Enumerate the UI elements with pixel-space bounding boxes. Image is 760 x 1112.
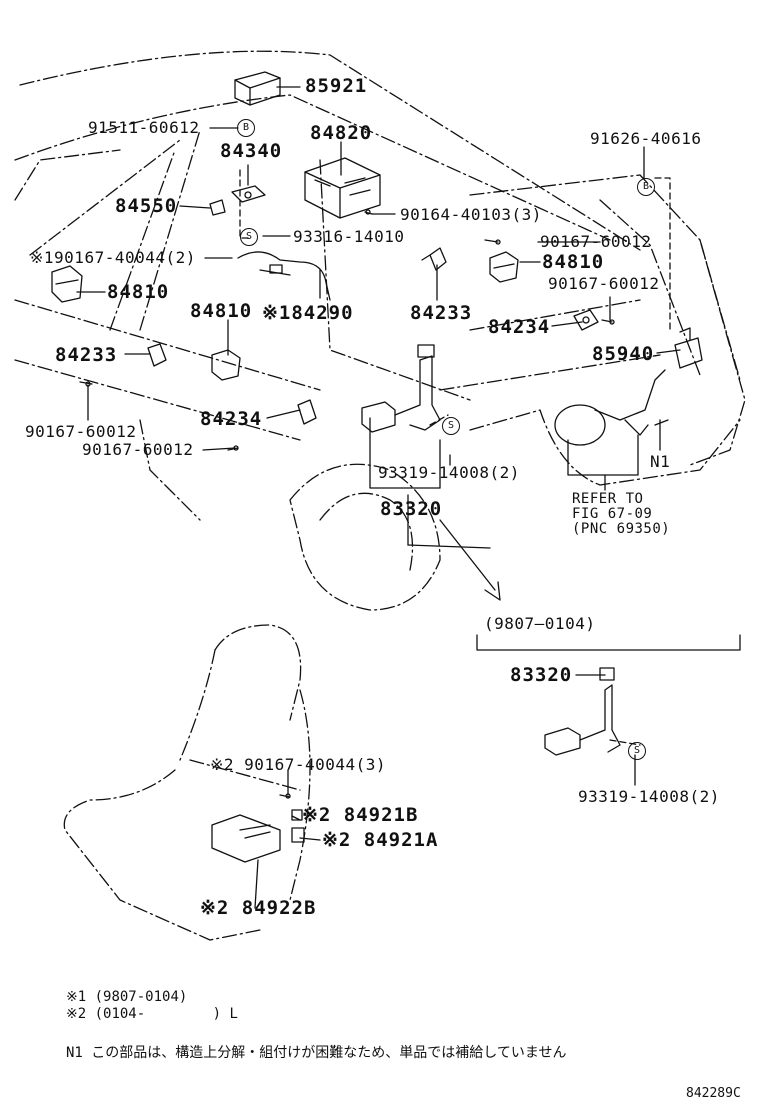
label-n1: N1 xyxy=(650,452,671,471)
part-83320-actuator xyxy=(361,344,441,433)
label-84921A: ※2 84921A xyxy=(322,829,439,851)
detail-arrow xyxy=(439,519,501,601)
figure-code: 842289C xyxy=(686,1086,741,1101)
bolts xyxy=(79,209,615,799)
part-84810-left xyxy=(51,265,83,303)
part-84234-middle xyxy=(297,399,317,425)
part-84820-switch xyxy=(304,157,381,219)
refer-line-2: FIG 67-09 xyxy=(572,506,653,522)
label-83320-detail: 83320 xyxy=(510,664,573,686)
part-84921-seat-heater xyxy=(211,809,305,863)
label-84810-left: 84810 xyxy=(107,281,170,303)
seat-outline xyxy=(63,624,311,941)
footnote-n1: N1 この部品は、構造上分解・組付けが困難なため、単品では補給していません xyxy=(66,1045,567,1061)
label-84233-left: 84233 xyxy=(55,344,118,366)
fuel-door-assembly xyxy=(554,369,669,446)
refer-line-1: REFER TO xyxy=(572,491,644,507)
label-84234-right: 84234 xyxy=(488,316,551,338)
label-84234-middle: 84234 xyxy=(200,408,263,430)
label-90167-60012-b: 90167-60012 xyxy=(548,274,660,293)
part-84233-left xyxy=(147,343,167,367)
part-83320-detail xyxy=(544,667,621,756)
label-84290: ※184290 xyxy=(262,302,354,324)
circle-mark-s-2: S xyxy=(442,417,460,435)
label-84340: 84340 xyxy=(220,140,283,162)
label-84810-right: 84810 xyxy=(542,251,605,273)
detail-range-label: (9807–0104) xyxy=(484,614,596,633)
label-85921: 85921 xyxy=(305,75,368,97)
label-85940: 85940 xyxy=(592,343,655,365)
circle-mark-b-1: B xyxy=(237,119,255,137)
vehicle-body-outline xyxy=(14,50,746,611)
part-85921-module xyxy=(234,71,281,106)
circle-mark-s-1: S xyxy=(240,228,258,246)
label-93319-14008: 93319-14008(2) xyxy=(378,463,520,482)
part-84340-switch xyxy=(231,185,266,203)
label-91626-40616: 91626-40616 xyxy=(590,129,702,148)
dashed-links xyxy=(239,169,671,746)
label-84810-middle: 84810 xyxy=(190,300,253,322)
label-84233-right: 84233 xyxy=(410,302,473,324)
part-84810-middle xyxy=(211,349,241,381)
part-84234-right xyxy=(573,309,599,331)
label-90164-40103: 90164-40103(3) xyxy=(400,205,542,224)
label-90167-60012-d: 90167-60012 xyxy=(82,440,194,459)
refer-line-3: (PNC 69350) xyxy=(572,521,671,537)
label-93319-14008-detail: 93319-14008(2) xyxy=(578,787,720,806)
label-90167-40044-seat: ※2 90167-40044(3) xyxy=(210,755,387,774)
footnote-1: ※1 (9807-0104) xyxy=(66,989,188,1005)
circle-mark-s-3: S xyxy=(628,742,646,760)
part-84550-clip xyxy=(209,199,226,216)
label-93316-14010: 93316-14010 xyxy=(293,227,405,246)
label-91511-60612: 91511-60612 xyxy=(88,118,200,137)
circle-mark-b-2: B xyxy=(637,178,655,196)
label-90167-60012-c: 90167-60012 xyxy=(25,422,137,441)
label-83320: 83320 xyxy=(380,498,443,520)
label-84922B: ※2 84922B xyxy=(200,897,317,919)
label-84550: 84550 xyxy=(115,195,178,217)
part-84810-right xyxy=(489,251,519,283)
footnote-2: ※2 (0104- ) L xyxy=(66,1006,238,1022)
part-84290-wire xyxy=(237,251,331,301)
part-84233-right xyxy=(421,247,447,271)
label-84820: 84820 xyxy=(310,122,373,144)
leader-lines xyxy=(76,86,741,909)
label-90167-40044: ※190167-40044(2) xyxy=(30,248,196,267)
label-90167-60012-a: 90167-60012 xyxy=(540,232,652,251)
label-84921B: ※2 84921B xyxy=(302,804,419,826)
part-85940-unit xyxy=(674,327,703,369)
